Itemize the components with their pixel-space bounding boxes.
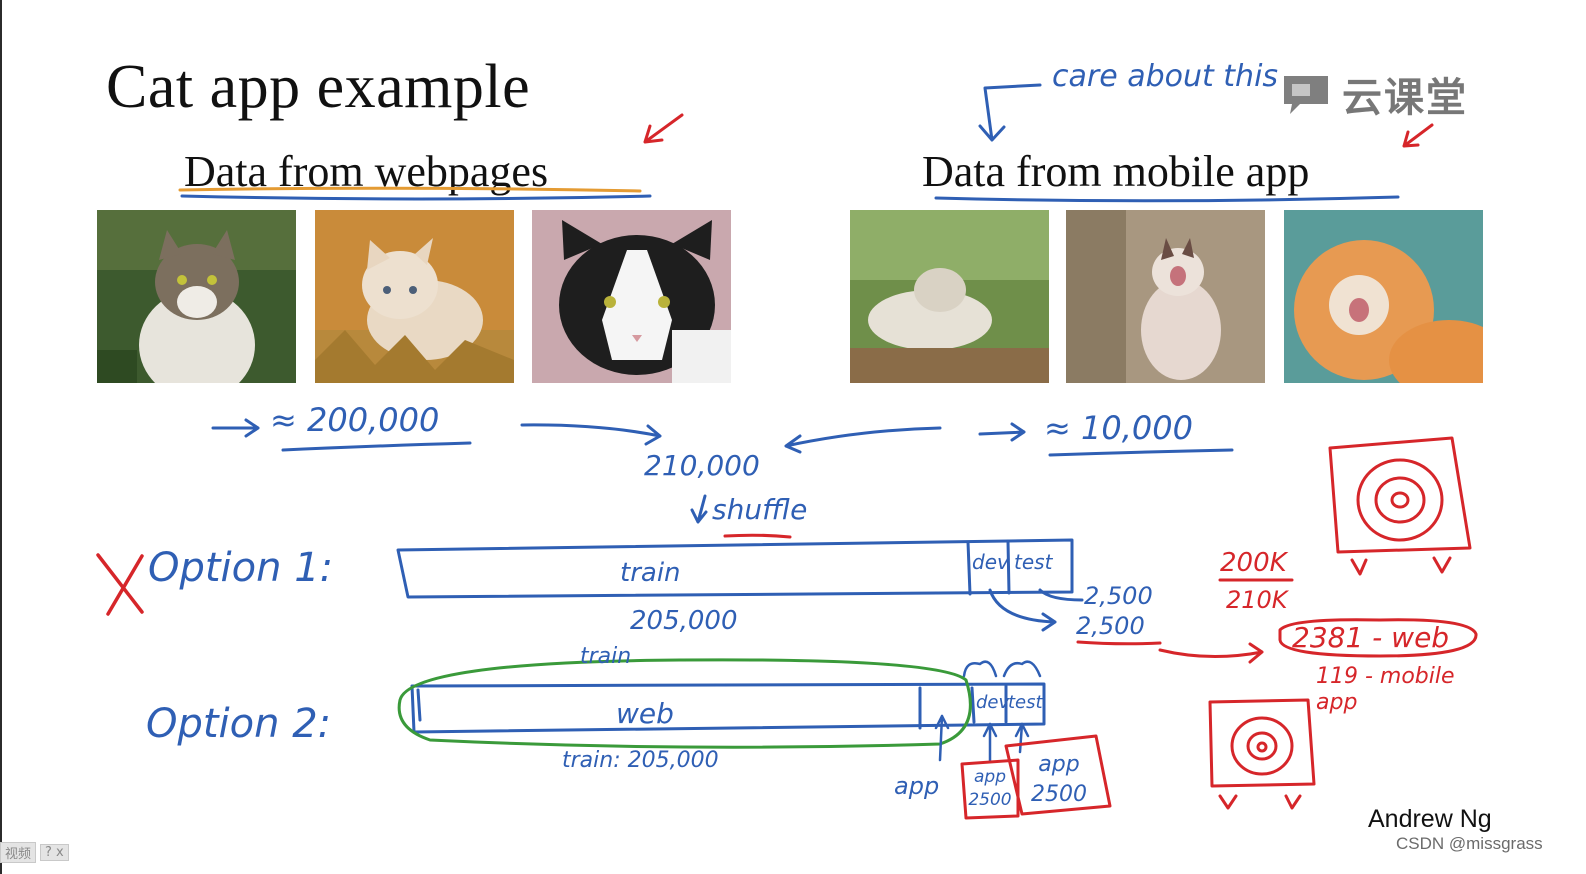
note-option1-train: train <box>620 558 681 588</box>
mobile-cat-photo-1 <box>850 210 1049 383</box>
note-option1-train-size: 205,000 <box>630 606 738 636</box>
source-credit: CSDN @missgrass <box>1396 834 1543 853</box>
note-care-about-this: care about this <box>1052 59 1279 94</box>
heading-data-from-mobile-app: Data from mobile app <box>922 147 1310 196</box>
note-mobile-count: ≈ 10,000 <box>1044 409 1193 447</box>
note-web-count: ≈ 200,000 <box>270 401 440 439</box>
note-option2-test-box: app 2500 <box>1031 752 1087 807</box>
note-option2-app-left: app <box>894 772 940 800</box>
note-option2-web: web <box>616 697 674 730</box>
note-option2-label: Option 2: <box>146 701 332 747</box>
slide-title: Cat app example <box>106 53 531 121</box>
note-ratio-bottom: 210K <box>1226 586 1288 614</box>
note-mobile-in-dev: 119 - mobile app <box>1316 664 1455 716</box>
note-option2-dev-box: app 2500 <box>968 767 1012 810</box>
mobile-cat-photo-2 <box>1066 210 1265 383</box>
speech-bubble-icon <box>1284 76 1328 114</box>
note-option2-train-top: train <box>580 644 632 669</box>
player-label[interactable]: 视频 <box>0 841 37 863</box>
note-option1-test: test <box>1014 550 1053 574</box>
brand-watermark: 云课堂 <box>1280 68 1468 121</box>
brand-name: 云课堂 <box>1342 75 1468 121</box>
note-option2-train-size: train: 205,000 <box>562 748 719 773</box>
note-option1-test-size: 2,500 <box>1084 582 1153 610</box>
window-left-border <box>0 0 2 874</box>
note-option1-dev-size: 2,500 <box>1076 612 1145 640</box>
note-option2-test: test <box>1008 692 1043 713</box>
web-cat-photo-1 <box>97 210 296 383</box>
note-web-in-dev: 2381 - web <box>1292 621 1450 654</box>
mobile-cat-photo-3 <box>1284 210 1483 383</box>
web-cat-photo-3 <box>532 210 731 383</box>
note-option1-label: Option 1: <box>148 545 334 591</box>
note-option2-dev: dev <box>976 692 1010 713</box>
note-shuffle: shuffle <box>712 493 808 526</box>
video-player-chip[interactable]: 视频 ? x <box>0 841 69 863</box>
note-ratio-top: 200K <box>1220 548 1287 578</box>
web-cat-photo-2 <box>315 210 514 383</box>
player-controls[interactable]: ? x <box>40 843 69 861</box>
note-total: 210,000 <box>644 449 760 482</box>
author-name: Andrew Ng <box>1368 805 1492 833</box>
note-option1-dev: dev <box>972 550 1009 574</box>
